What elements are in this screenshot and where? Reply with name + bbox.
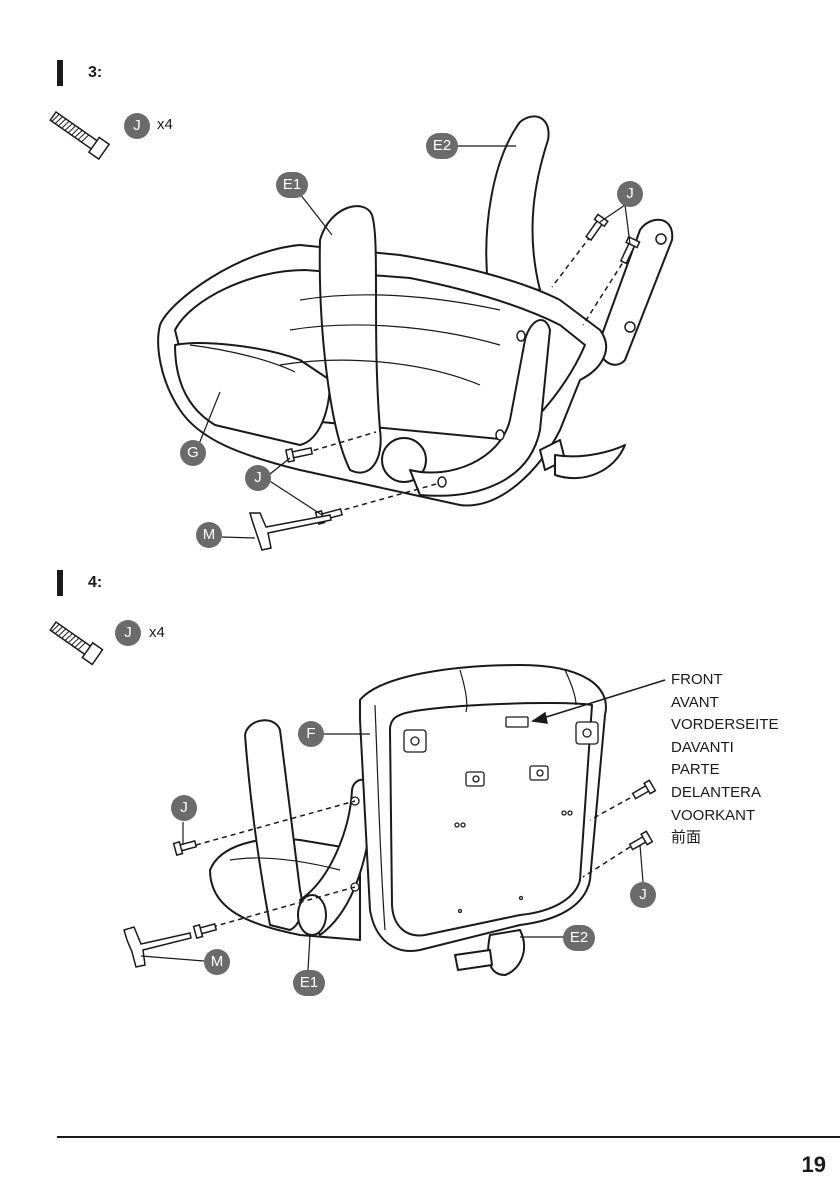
step-3-bar xyxy=(57,60,63,86)
callout-j-step-4-right: J xyxy=(630,882,656,908)
front-label-pt: PARTE xyxy=(671,759,779,782)
part-j-quantity-step-4: x4 xyxy=(149,624,165,641)
part-j-badge-step-3: J xyxy=(124,113,150,139)
callout-m-step-4: M xyxy=(204,949,230,975)
callout-m-step-3: M xyxy=(196,522,222,548)
callout-e2-step-4: E2 xyxy=(563,925,595,951)
front-label-it: DAVANTI xyxy=(671,737,779,760)
part-j-badge-step-4: J xyxy=(115,620,141,646)
callout-f-step-4: F xyxy=(298,721,324,747)
callout-e2-step-3: E2 xyxy=(426,133,458,159)
front-label-list: FRONT AVANT VORDERSEITE DAVANTI PARTE DE… xyxy=(671,669,779,850)
part-j-quantity-step-3: x4 xyxy=(157,116,173,133)
step-4-bar xyxy=(57,570,63,596)
front-label-fr: AVANT xyxy=(671,692,779,715)
front-label-nl: VOORKANT xyxy=(671,805,779,828)
step-3-label: 3: xyxy=(88,64,102,82)
step-4-label: 4: xyxy=(88,574,102,592)
callout-e1-step-3: E1 xyxy=(276,172,308,198)
front-label-zh: 前面 xyxy=(671,827,779,850)
footer-rule xyxy=(57,1136,840,1138)
callout-g-step-3: G xyxy=(180,440,206,466)
callout-j-step-3-left: J xyxy=(245,465,271,491)
front-label-de: VORDERSEITE xyxy=(671,714,779,737)
callout-e1-step-4: E1 xyxy=(293,970,325,996)
callout-j-step-3-right: J xyxy=(617,181,643,207)
front-label-en: FRONT xyxy=(671,669,779,692)
callout-j-step-4-left: J xyxy=(171,795,197,821)
page-number: 19 xyxy=(802,1152,826,1178)
front-label-es: DELANTERA xyxy=(671,782,779,805)
